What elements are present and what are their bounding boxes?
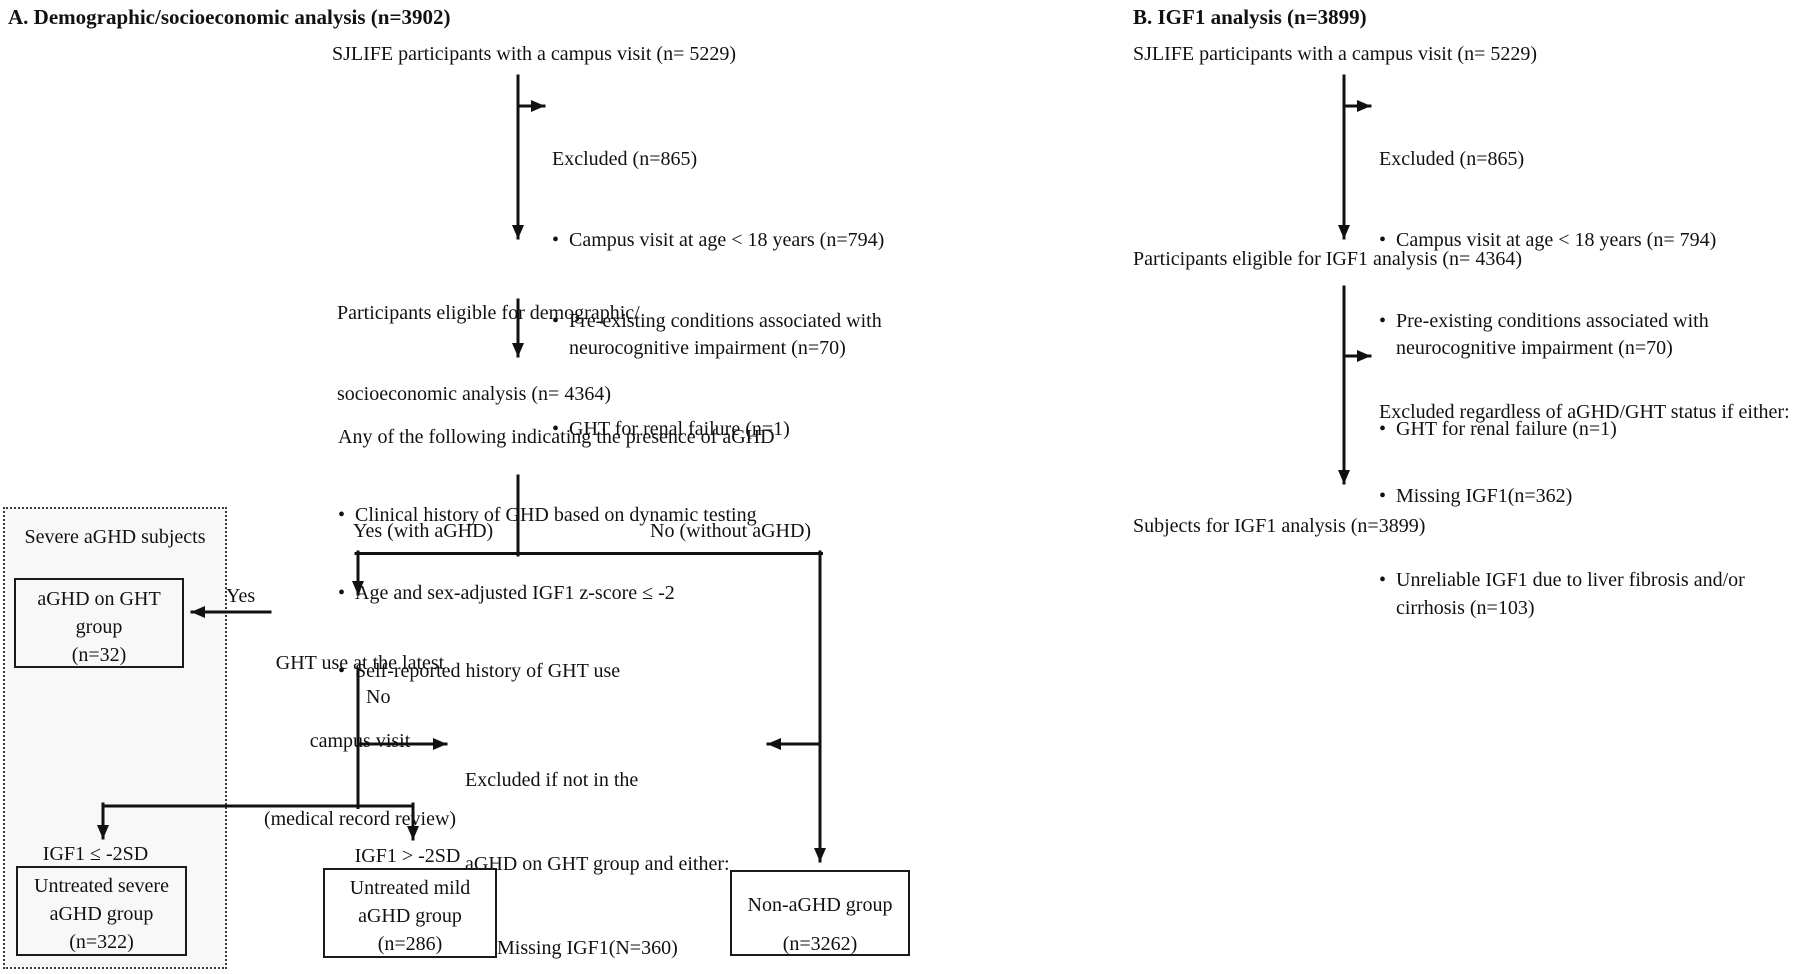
panel-b-eligible-node: Participants eligible for IGF1 analysis …: [1133, 248, 1522, 270]
bullet-icon: •: [552, 418, 560, 440]
panel-a-excluded-if-not-node: Excluded if not in the aGHD on GHT group…: [465, 710, 797, 974]
node-line: (medical record review): [263, 808, 457, 830]
bullet-icon: •: [1379, 569, 1387, 591]
panel-b-arrows: [1338, 74, 1372, 485]
box-line: Untreated mild: [349, 877, 471, 899]
box-line: group: [75, 616, 123, 638]
non-aghd-box: Non-aGHD group (n=3262): [730, 870, 910, 956]
node-line: campus visit: [309, 730, 411, 752]
box-line: (n=286): [377, 933, 443, 955]
panel-b-top-node: SJLIFE participants with a campus visit …: [1133, 43, 1538, 65]
panel-b-subjects-node: Subjects for IGF1 analysis (n=3899): [1133, 515, 1426, 537]
aghd-on-ght-group-box: aGHD on GHT group (n=32): [14, 578, 184, 668]
igf-gt-label: IGF1 > -2SD: [354, 845, 461, 867]
panel-b-excluded-regardless-node: Excluded regardless of aGHD/GHT status i…: [1379, 342, 1800, 678]
list-item: • Self-reported history of GHT use: [338, 660, 621, 682]
eligible-line: Participants eligible for demographic/: [337, 302, 640, 324]
panel-b-excluded-node: Excluded (n=865) • Campus visit at age <…: [1379, 92, 1759, 497]
severe-aghd-dotted-box: [3, 507, 227, 969]
bullet-icon: •: [552, 229, 560, 251]
panel-a-eligible-node: Participants eligible for demographic/ s…: [337, 246, 640, 462]
untreated-severe-box: Untreated severe aGHD group (n=322): [16, 866, 187, 956]
untreated-mild-box: Untreated mild aGHD group (n=286): [323, 868, 497, 958]
list-item: • Campus visit at age < 18 years (n=794): [552, 227, 924, 254]
excluded-line: aGHD on GHT group and either:: [465, 853, 730, 875]
panel-a-arrows: [97, 74, 826, 863]
excluded-heading: Excluded (n=865): [1379, 148, 1525, 170]
igf-le-label: IGF1 ≤ -2SD: [42, 843, 149, 865]
yes-connector-label: Yes: [226, 585, 256, 607]
branch-no-label: No (without aGHD): [650, 520, 812, 542]
panel-a-top-node: SJLIFE participants with a campus visit …: [332, 43, 737, 65]
eligible-line: socioeconomic analysis (n= 4364): [337, 383, 611, 405]
list-item: • Age and sex-adjusted IGF1 z-score ≤ -2: [338, 582, 675, 604]
bullet-icon: •: [1379, 485, 1387, 507]
bullet-icon: •: [1379, 229, 1387, 251]
criteria-heading: Any of the following indicating the pres…: [338, 426, 775, 448]
excluded-line: Excluded if not in the: [465, 769, 639, 791]
bullet-icon: •: [1379, 310, 1387, 332]
box-line: (n=322): [69, 931, 134, 953]
ght-use-node: GHT use at the latest campus visit (medi…: [250, 598, 470, 884]
list-item: • GHT for renal failure (n=1): [552, 416, 924, 443]
bullet-icon: •: [338, 504, 346, 526]
panel-a-criteria-node: Any of the following indicating the pres…: [338, 372, 798, 736]
bullet-icon: •: [338, 660, 346, 682]
branch-yes-label: Yes (with aGHD): [353, 520, 494, 542]
panel-a-title: A. Demographic/socioeconomic analysis (n…: [8, 5, 451, 29]
list-item: • Campus visit at age < 18 years (n= 794…: [1379, 227, 1759, 254]
panel-b-title: B. IGF1 analysis (n=3899): [1133, 5, 1367, 29]
box-line: (n=32): [71, 644, 127, 666]
no-connector-label: No: [366, 686, 391, 708]
bullet-icon: •: [552, 310, 560, 332]
box-line: Untreated severe: [34, 875, 169, 897]
bullet-icon: •: [1379, 418, 1387, 440]
box-line: aGHD on GHT: [37, 588, 161, 610]
list-item: • GHT for renal failure (n=1): [1379, 416, 1759, 443]
list-item: • Unreliable IGF1 due to liver fibrosis …: [1379, 566, 1800, 622]
bullet-icon: •: [338, 582, 346, 604]
box-line: Non-aGHD group: [747, 894, 893, 916]
excluded-heading: Excluded (n=865): [552, 148, 698, 170]
panel-a-excluded-node: Excluded (n=865) • Campus visit at age <…: [552, 92, 924, 497]
node-line: GHT use at the latest: [275, 652, 445, 674]
excluded-heading: Excluded regardless of aGHD/GHT status i…: [1379, 401, 1790, 423]
list-item: • Pre-existing conditions associated wit…: [1379, 310, 1714, 359]
box-line: (n=3262): [782, 933, 858, 955]
severe-subjects-label: Severe aGHD subjects: [24, 526, 206, 548]
list-item: • Pre-existing conditions associated wit…: [552, 310, 887, 359]
list-item: • Missing IGF1(n=362): [1379, 482, 1800, 510]
box-line: aGHD group: [49, 903, 154, 925]
list-item: • Clinical history of GHD based on dynam…: [338, 504, 757, 526]
box-line: aGHD group: [358, 905, 462, 927]
